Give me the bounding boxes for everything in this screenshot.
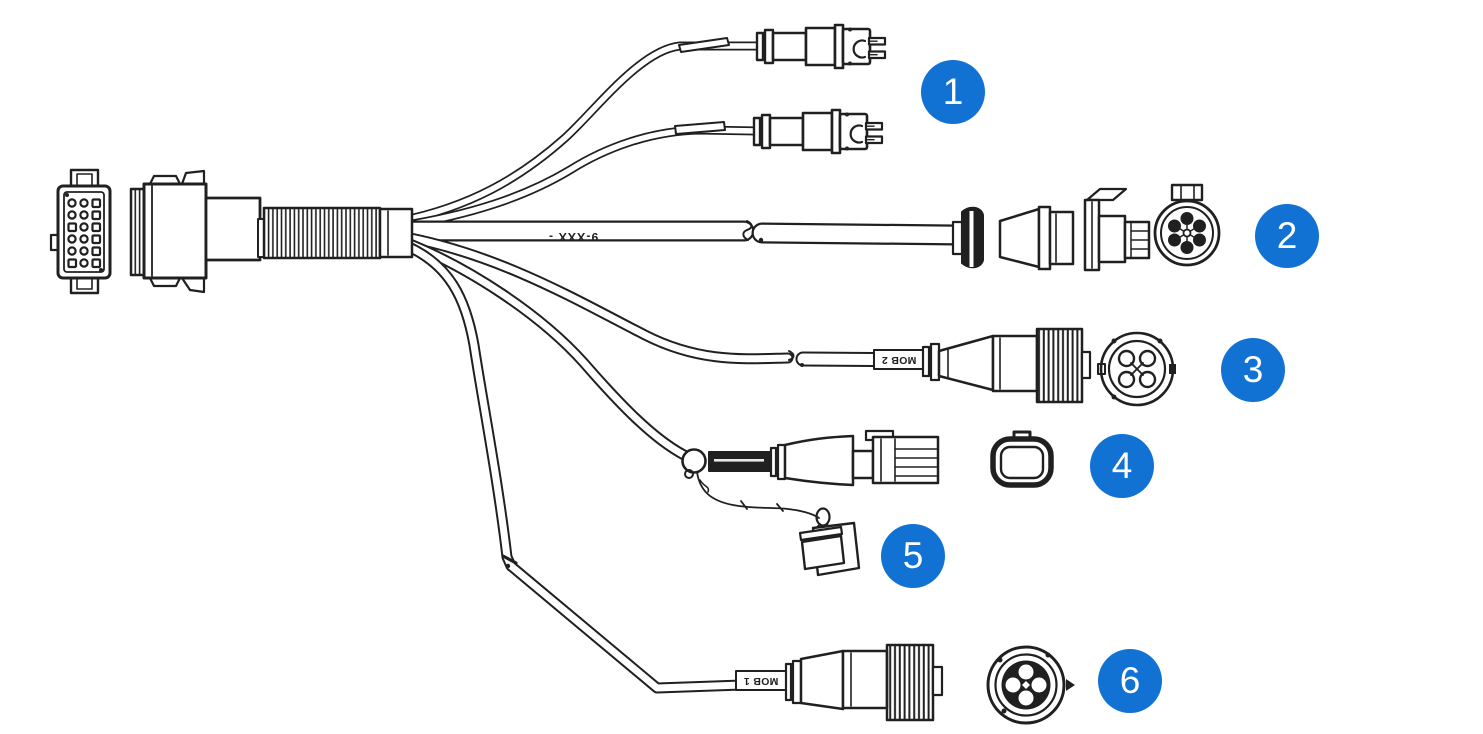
connector-2-body (951, 187, 1151, 272)
connector-6-face (986, 645, 1075, 725)
callout-5: 5 (881, 524, 945, 588)
connector-6-body (735, 643, 944, 722)
callout-4-number: 4 (1111, 445, 1133, 486)
cable-branch-1b (395, 125, 763, 231)
main-connector-housing (129, 169, 265, 294)
callout-4: 4 (1090, 434, 1154, 498)
trunk-cable-print-label: 9-XXX - (547, 230, 599, 244)
connector-4-body (681, 429, 940, 487)
callout-3-number: 3 (1242, 349, 1264, 390)
main-connector-pin-face (49, 168, 112, 295)
connector-3-face (1097, 331, 1176, 407)
branch1-sleeve-markers (674, 37, 730, 135)
callout-5-number: 5 (902, 535, 924, 576)
connector-3-body (873, 327, 1092, 404)
corrugated-sleeve (262, 206, 382, 260)
callout-1-number: 1 (942, 71, 964, 112)
callout-2-number: 2 (1276, 215, 1298, 256)
connector-2-face (1153, 183, 1221, 267)
cable-branch-4 (394, 234, 690, 461)
callout-2: 2 (1255, 204, 1319, 268)
callout-3: 3 (1221, 338, 1285, 402)
connector-4-seal-ring-face (990, 430, 1054, 488)
cable-break-marks (501, 220, 804, 569)
tether-string (696, 471, 820, 519)
cable-trunk-branch-2 (389, 220, 967, 246)
cable-branch-3 (394, 230, 938, 368)
bullet-plug-1b (752, 108, 884, 155)
callout-6: 6 (1098, 649, 1162, 713)
breakout-collar (378, 207, 414, 259)
protective-cap (798, 507, 861, 577)
branch6-cable-print-label: MOB 1 (743, 675, 779, 687)
cable-branch-1a (395, 41, 765, 226)
callout-1: 1 (921, 60, 985, 124)
cable-branch-6 (396, 238, 748, 694)
bullet-plug-1a (755, 23, 887, 70)
callout-6-number: 6 (1119, 660, 1141, 701)
branch3-cable-print-label: MOB 2 (881, 354, 917, 366)
